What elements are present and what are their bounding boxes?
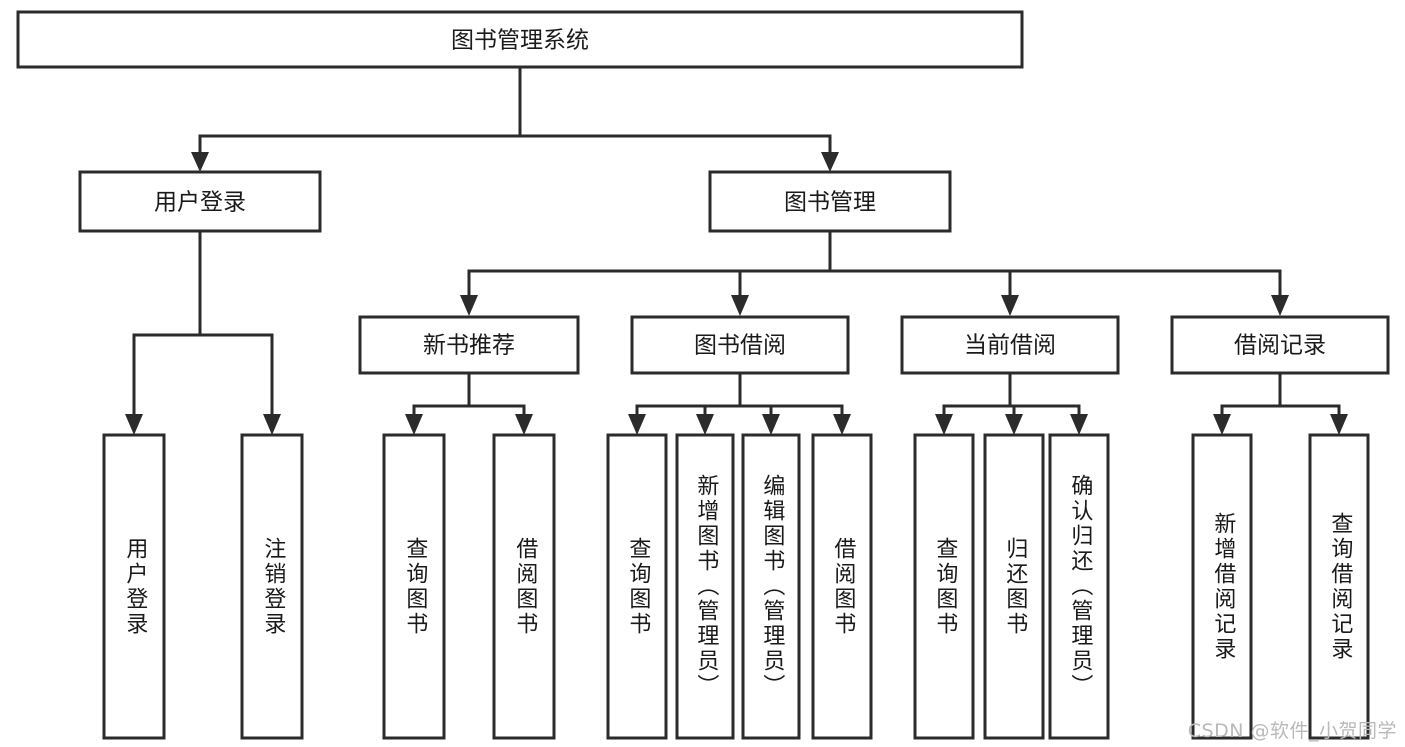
arrow-head-leaf-add-record (1213, 414, 1231, 435)
arrow-head-current-borrow (1001, 295, 1019, 316)
node-box-user-login[interactable] (78, 170, 322, 233)
node-box-leaf-return-book[interactable] (983, 433, 1045, 740)
node-box-book-borrow[interactable] (630, 315, 850, 375)
arrow-head-new-book-rec (460, 295, 478, 316)
node-box-leaf-borrow-book-2[interactable] (811, 433, 873, 740)
arrow-head-leaf-user-login (125, 414, 143, 435)
node-box-current-borrow[interactable] (900, 315, 1120, 375)
node-box-borrow-record[interactable] (1170, 315, 1390, 375)
arrow-head-leaf-confirm-return-admin (1070, 414, 1088, 435)
node-box-leaf-add-book-admin[interactable] (675, 433, 735, 740)
node-box-leaf-query-book-2[interactable] (606, 433, 668, 740)
arrow-head-book-borrow (731, 295, 749, 316)
arrow-head-user-login (191, 152, 209, 172)
arrow-head-leaf-borrow-book-2 (833, 414, 851, 435)
node-label-book-manage: 图书管理 (784, 190, 876, 216)
arrow-head-leaf-query-book-2 (628, 414, 646, 435)
node-label-user-login: 用户登录 (154, 190, 246, 216)
arrow-head-borrow-record (1271, 295, 1289, 316)
arrow-head-leaf-edit-book-admin (762, 414, 780, 435)
node-box-new-book-rec[interactable] (358, 315, 580, 375)
node-box-book-manage[interactable] (708, 170, 952, 233)
node-label-current-borrow: 当前借阅 (964, 333, 1056, 359)
node-layer: 图书管理系统 用户登录 图书管理 新书推荐 图书借阅 当前借阅 借阅记录 (16, 10, 1390, 740)
node-label-book-borrow: 图书借阅 (694, 333, 786, 359)
node-box-leaf-query-record[interactable] (1308, 433, 1370, 740)
node-box-root[interactable] (16, 10, 1024, 69)
node-label-root: 图书管理系统 (451, 28, 589, 54)
node-box-leaf-edit-book-admin[interactable] (741, 433, 801, 740)
node-box-leaf-add-record[interactable] (1191, 433, 1253, 740)
connector-layer (125, 65, 1348, 435)
watermark-text: CSDN @软件_小贺同学 (1187, 720, 1397, 742)
node-box-leaf-user-login[interactable] (102, 433, 166, 740)
arrow-head-leaf-borrow-book-1 (515, 414, 533, 435)
node-box-leaf-confirm-return-admin[interactable] (1048, 433, 1110, 740)
arrow-head-leaf-logout (263, 414, 281, 435)
arrow-head-book-manage (821, 152, 839, 172)
arrow-head-leaf-add-book-admin (696, 414, 714, 435)
node-box-leaf-query-book-3[interactable] (913, 433, 975, 740)
node-label-new-book-rec: 新书推荐 (423, 333, 515, 359)
arrow-head-leaf-return-book (1005, 414, 1023, 435)
arrow-head-leaf-query-book-3 (935, 414, 953, 435)
node-box-leaf-query-book-1[interactable] (382, 433, 446, 740)
arrow-head-leaf-query-book-1 (405, 414, 423, 435)
node-box-leaf-borrow-book-1[interactable] (492, 433, 556, 740)
node-label-borrow-record: 借阅记录 (1234, 333, 1326, 359)
node-box-leaf-logout[interactable] (240, 433, 304, 740)
arrow-head-leaf-query-record (1330, 414, 1348, 435)
